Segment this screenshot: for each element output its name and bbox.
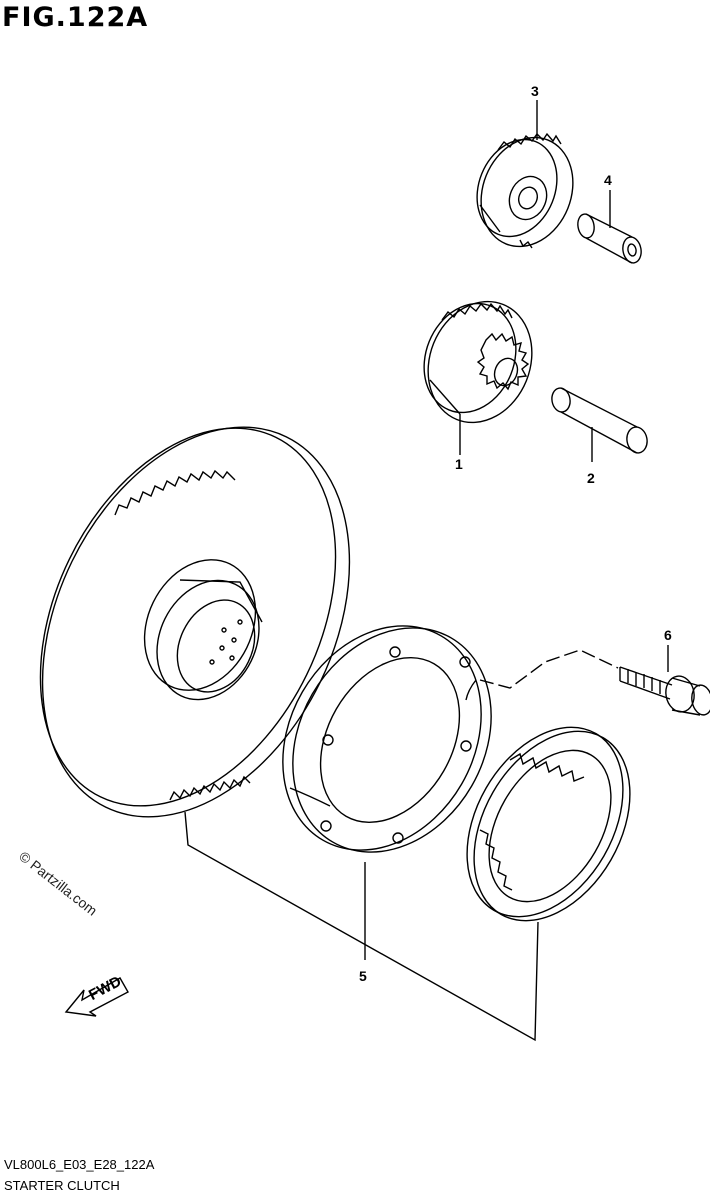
figure-name: STARTER CLUTCH xyxy=(4,1178,120,1193)
part-2-shaft[interactable] xyxy=(550,387,649,455)
callout-5[interactable]: 5 xyxy=(359,968,367,984)
part-1-reduction-gear[interactable] xyxy=(408,286,549,438)
leader-5-bracket-a xyxy=(184,811,539,1042)
callout-3[interactable]: 3 xyxy=(531,83,539,99)
callout-4[interactable]: 4 xyxy=(604,172,612,188)
callout-1[interactable]: 1 xyxy=(455,456,463,472)
part-3-idle-gear[interactable] xyxy=(463,124,589,261)
one-way-clutch-bearing[interactable] xyxy=(435,700,662,949)
figure-title: FIG.122A xyxy=(2,2,149,33)
starter-driven-gear[interactable] xyxy=(0,376,410,867)
part-6-bolt[interactable] xyxy=(619,666,710,717)
callout-6[interactable]: 6 xyxy=(664,627,672,643)
part-4-pin[interactable] xyxy=(576,213,643,265)
fwd-arrow-icon xyxy=(64,977,129,1017)
part-5-clutch-body[interactable] xyxy=(243,590,530,888)
figure-code: VL800L6_E03_E28_122A xyxy=(4,1157,155,1172)
bolt-leader xyxy=(479,649,619,689)
callout-2[interactable]: 2 xyxy=(587,470,595,486)
